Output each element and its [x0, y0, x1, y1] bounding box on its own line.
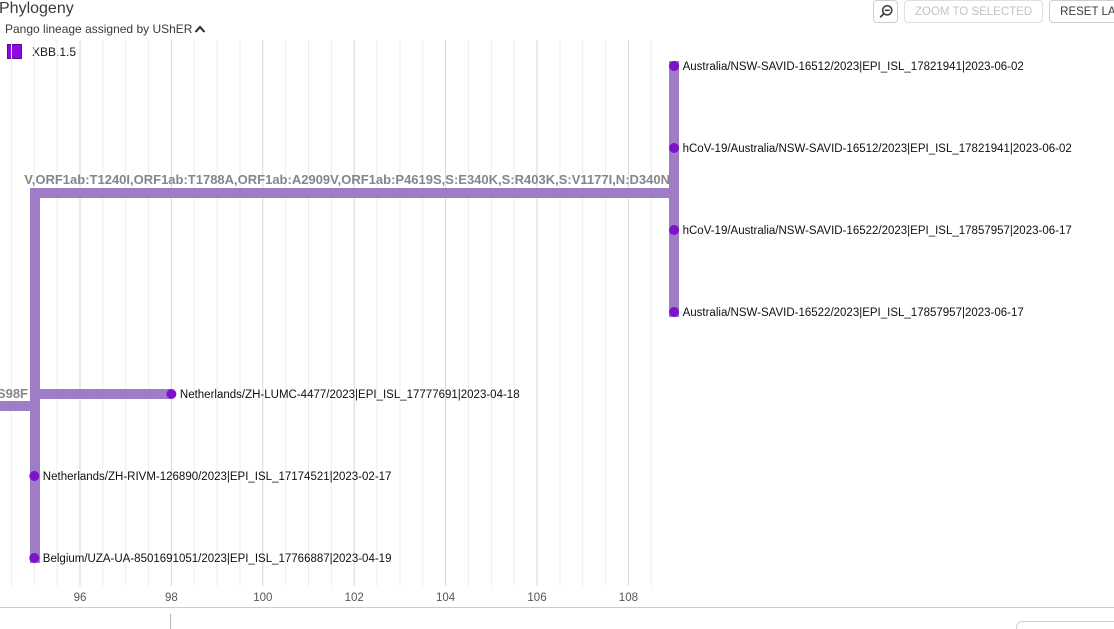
- axis-tick-label: 100: [253, 592, 272, 604]
- axis-tick-label: 104: [436, 592, 456, 604]
- color-by-label: Pango lineage assigned by UShER: [5, 22, 193, 36]
- legend-label[interactable]: XBB.1.5: [32, 44, 77, 59]
- axis-tick-label: 102: [345, 592, 364, 604]
- tip-label[interactable]: Australia/NSW-SAVID-16522/2023|EPI_ISL_1…: [683, 307, 1024, 319]
- tip-node[interactable]: [669, 307, 680, 317]
- tip-label[interactable]: hCoV-19/Australia/NSW-SAVID-16512/2023|E…: [683, 143, 1072, 155]
- axis-tick-label: 108: [619, 592, 638, 604]
- branch-mutations-label: S98F: [0, 386, 28, 401]
- lower-panel-box: [1016, 621, 1114, 629]
- magnifier-minus-icon: [878, 4, 894, 20]
- tip-node[interactable]: [29, 553, 40, 563]
- legend: XBB.1.5: [7, 44, 76, 59]
- legend-swatch-xbb-1-5[interactable]: [7, 44, 22, 59]
- chevron-up-icon[interactable]: [194, 25, 206, 34]
- branch-mutations-label: V,ORF1ab:T1240I,ORF1ab:T1788A,ORF1ab:A29…: [24, 172, 670, 187]
- axis-divider: [0, 607, 1114, 608]
- page-title: Phylogeny: [0, 0, 74, 17]
- reset-layout-button[interactable]: RESET LAYOUT: [1049, 0, 1114, 23]
- color-by-toggle[interactable]: Pango lineage assigned by UShER: [5, 22, 206, 36]
- tip-label[interactable]: Belgium/UZA-UA-8501691051/2023|EPI_ISL_1…: [43, 553, 392, 565]
- zoom-out-button[interactable]: [873, 0, 898, 23]
- tip-node[interactable]: [669, 225, 680, 235]
- toolbar: ZOOM TO SELECTED RESET LAYOUT: [873, 0, 1114, 23]
- phylo-tree-svg: V,ORF1ab:T1240I,ORF1ab:T1788A,ORF1ab:A29…: [0, 40, 1072, 604]
- tip-label[interactable]: Netherlands/ZH-RIVM-126890/2023|EPI_ISL_…: [43, 471, 392, 483]
- axis-tick-label: 106: [527, 592, 546, 604]
- tip-node[interactable]: [29, 471, 40, 481]
- zoom-to-selected-button[interactable]: ZOOM TO SELECTED: [904, 0, 1044, 23]
- tip-node[interactable]: [166, 389, 177, 399]
- tip-node[interactable]: [669, 143, 680, 153]
- tip-label[interactable]: Netherlands/ZH-LUMC-4477/2023|EPI_ISL_17…: [180, 389, 520, 401]
- lower-panel-edge: [170, 614, 171, 629]
- tip-label[interactable]: hCoV-19/Australia/NSW-SAVID-16522/2023|E…: [683, 225, 1072, 237]
- axis-tick-label: 96: [74, 592, 87, 604]
- tip-node[interactable]: [669, 61, 680, 71]
- tip-label[interactable]: Australia/NSW-SAVID-16512/2023|EPI_ISL_1…: [683, 61, 1024, 73]
- axis-tick-label: 98: [165, 592, 178, 604]
